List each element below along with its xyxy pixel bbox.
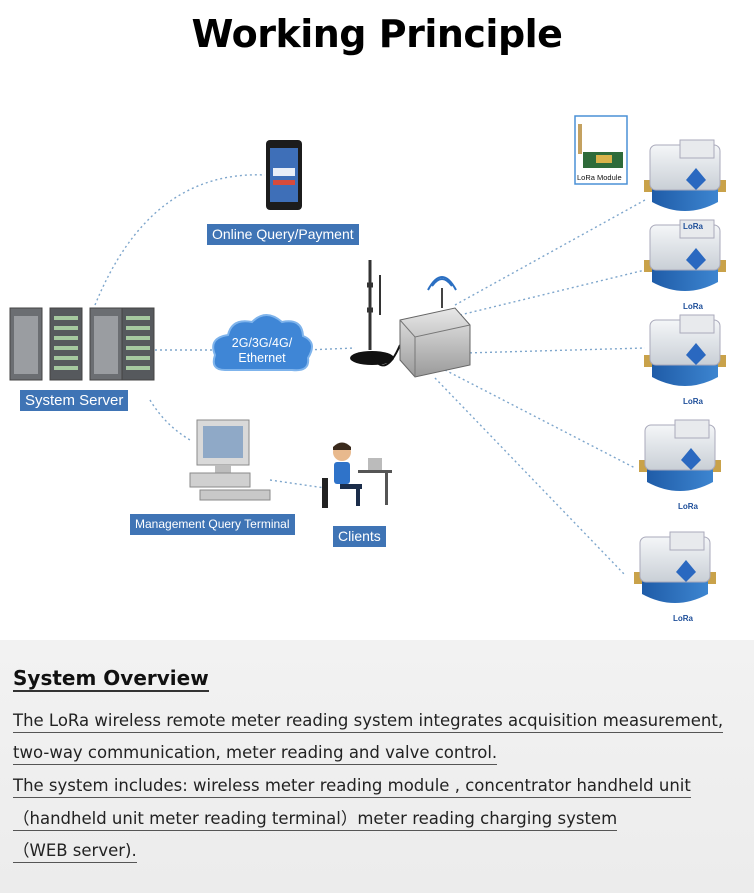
management-query-terminal-label: Management Query Terminal bbox=[130, 514, 295, 535]
meter-brand-label: LoRa bbox=[683, 302, 703, 311]
server-rack-icon bbox=[9, 307, 155, 381]
water-meter-icon bbox=[639, 419, 721, 491]
overview-line-4: （handheld unit meter reading terminal）me… bbox=[13, 808, 618, 831]
online-query-payment-label: Online Query/Payment bbox=[207, 224, 359, 245]
link-server-management bbox=[149, 399, 191, 441]
link-network-antenna bbox=[304, 347, 356, 351]
link-concentrator-meter-3 bbox=[464, 347, 646, 354]
water-meter-icon bbox=[634, 531, 716, 603]
concentrator-icon bbox=[399, 276, 471, 378]
system-overview-section: System Overview The LoRa wireless remote… bbox=[0, 640, 754, 893]
meter-brand-label: LoRa bbox=[673, 614, 693, 623]
meter-brand-label: LoRa bbox=[683, 397, 703, 406]
smartphone-icon bbox=[266, 140, 302, 210]
client-person-icon bbox=[322, 442, 392, 508]
link-concentrator-meter-4 bbox=[444, 369, 636, 469]
overview-line-2: two-way communication, meter reading and… bbox=[13, 742, 498, 765]
overview-line-1: The LoRa wireless remote meter reading s… bbox=[13, 710, 724, 733]
system-diagram: LoRa LoRa LoRa LoRa LoRa Online Query/Pa… bbox=[0, 80, 754, 640]
overview-line-5: （WEB server). bbox=[13, 840, 137, 863]
diagram-canvas bbox=[9, 115, 726, 603]
link-concentrator-meter-5 bbox=[434, 377, 626, 576]
clients-label: Clients bbox=[333, 526, 386, 547]
antenna-icon bbox=[350, 260, 401, 367]
lora-module-icon bbox=[574, 115, 628, 185]
connection-lines bbox=[94, 174, 646, 576]
page-title: Working Principle bbox=[191, 12, 563, 56]
meter-brand-label: LoRa bbox=[678, 502, 698, 511]
link-management-clients bbox=[269, 479, 326, 489]
overview-title: System Overview bbox=[13, 666, 209, 692]
network-cloud-icon bbox=[212, 314, 313, 372]
water-meter-icon bbox=[644, 139, 726, 211]
lora-module-label: LoRa Module bbox=[577, 173, 622, 182]
network-label: 2G/3G/4G/ Ethernet bbox=[231, 336, 293, 365]
meter-brand-label: LoRa bbox=[683, 222, 703, 231]
system-server-label: System Server bbox=[20, 390, 129, 411]
computer-terminal-icon bbox=[189, 419, 271, 501]
link-concentrator-meter-2 bbox=[459, 269, 646, 316]
overview-line-3: The system includes: wireless meter read… bbox=[13, 775, 691, 798]
link-concentrator-meter-1 bbox=[454, 199, 646, 306]
water-meter-icon bbox=[644, 314, 726, 386]
water-meters bbox=[634, 139, 726, 603]
water-meter-icon bbox=[644, 219, 726, 291]
